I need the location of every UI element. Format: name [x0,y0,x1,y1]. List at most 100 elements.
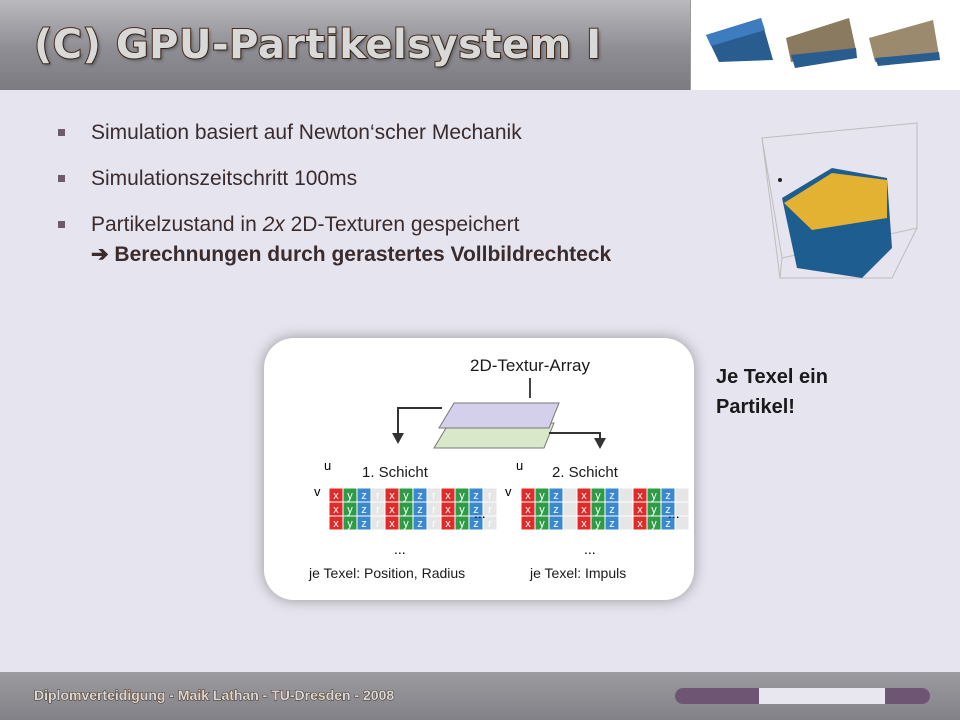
texel-cell-label: r [376,490,380,502]
texel-cell-label: z [473,490,479,502]
texel-note: Je Texel ein Partikel! [716,366,828,418]
texel-cell-label: y [651,490,657,502]
arrow-right [549,432,601,438]
arrow-left [397,407,442,433]
texel-cell-label: y [459,504,465,516]
texel-cell-label: r [488,490,492,502]
axis-u-label: u [516,458,523,473]
texel-cell [618,487,634,503]
ellipsis-below: ... [394,541,406,557]
texel-cell-label: z [665,518,671,530]
texel-cell-label: z [609,518,615,530]
texel-cell-label: z [609,504,615,516]
axis-v-label: v [314,484,321,499]
particle-render-thumbnails [690,0,960,90]
texel-cell [674,515,690,531]
texel-cell [674,487,690,503]
footer-text: Diplomverteidigung - Maik Lathan - TU-Dr… [33,687,395,704]
texel-cell-label: z [417,504,423,516]
bullet-item: Partikelzustand in 2x 2D-Texturen gespei… [58,210,758,270]
texel-cell-label: y [651,518,657,530]
texel-cell-label: z [473,518,479,530]
texel-cell-label: y [347,490,353,502]
texel-cell-label: r [376,518,380,530]
texel-cell-label: x [333,518,339,530]
axis-u-label: u [324,458,331,473]
axis-v-label: v [505,484,512,499]
bullet-item: Simulation basiert auf Newton‘scher Mech… [58,118,758,148]
texel-cell-label: z [417,518,423,530]
texel-cell-label: y [595,490,601,502]
bullet-marker-icon [58,221,65,228]
texture-array-diagram: 2D-Textur-Array 1. Schicht 2. Schicht u … [264,338,694,600]
texel-cell-label: z [473,504,479,516]
texel-cell [482,515,498,531]
texture-layer-purple [438,402,560,429]
texel-cell-label: y [539,518,545,530]
texel-cell-label: x [389,490,395,502]
particle-cube-render [761,122,918,279]
layer1-label: 1. Schicht [362,464,429,481]
thumbnail-terrain [869,20,940,66]
slide-progress-bar [675,688,930,704]
texel-cell-label: y [403,518,409,530]
texel-cell-label: x [525,504,531,516]
texel-cell-label: y [595,504,601,516]
ellipsis-right: ... [668,505,680,521]
texel-cell-label: y [595,518,601,530]
bullet-text: Simulation basiert auf Newton‘scher Mech… [91,121,522,144]
texel-cell-label: r [488,518,492,530]
bullet-marker-icon [58,175,65,182]
bullet-text: Partikelzustand in 2x 2D-Texturen gespei… [91,213,520,236]
texel-cell-label: x [333,490,339,502]
texel-cell-label: r [432,518,436,530]
caption-layer2: je Texel: Impuls [529,565,626,581]
texel-cell [618,501,634,517]
texel-cell-label: x [333,504,339,516]
texel-cell-label: y [403,504,409,516]
texel-cell-label: x [445,504,451,516]
texel-cell-label: y [347,518,353,530]
progress-segment [759,688,885,704]
thumbnail-blue-particles [706,18,773,62]
texel-cell-label: y [539,504,545,516]
texel-cell-label: z [361,504,367,516]
texel-cell-label: z [553,490,559,502]
texel-cell-label: z [553,504,559,516]
texel-cell-label: x [389,504,395,516]
texel-cell-label: x [637,504,643,516]
texel-cell-label: x [581,490,587,502]
texel-cell-label: z [361,518,367,530]
texel-cell-label: x [445,518,451,530]
texel-cell-label: r [432,504,436,516]
texel-cell-label: r [432,490,436,502]
texel-cell-label: y [459,518,465,530]
texel-cell-label: z [361,490,367,502]
layer2-label: 2. Schicht [552,464,619,481]
texel-cell-label: x [637,518,643,530]
texel-cell-label: x [581,518,587,530]
texel-cell-label: z [665,504,671,516]
caption-layer1: je Texel: Position, Radius [308,565,465,581]
texel-cell-label: z [609,490,615,502]
ellipsis-right: ... [474,505,486,521]
texel-cell-label: y [403,490,409,502]
texel-cell-label: y [347,504,353,516]
texel-cell [562,501,578,517]
bullet-marker-icon [58,129,65,136]
texel-cell-label: r [376,504,380,516]
texel-cell-label: x [525,518,531,530]
slide-title: (C) GPU-Partikelsystem I [33,21,602,69]
bullet-text: Simulationszeitschritt 100ms [91,167,358,190]
texel-cell-label: x [581,504,587,516]
thumbnail-sand-particles [786,18,857,68]
texel-cell-label: x [445,490,451,502]
texel-cell [562,487,578,503]
texel-cell-label: y [459,490,465,502]
bullet-item: Simulationszeitschritt 100ms [58,164,758,194]
texel-cell-label: r [488,504,492,516]
ellipsis-below: ... [584,541,596,557]
texel-cell-label: y [539,490,545,502]
texel-cell-label: z [417,490,423,502]
